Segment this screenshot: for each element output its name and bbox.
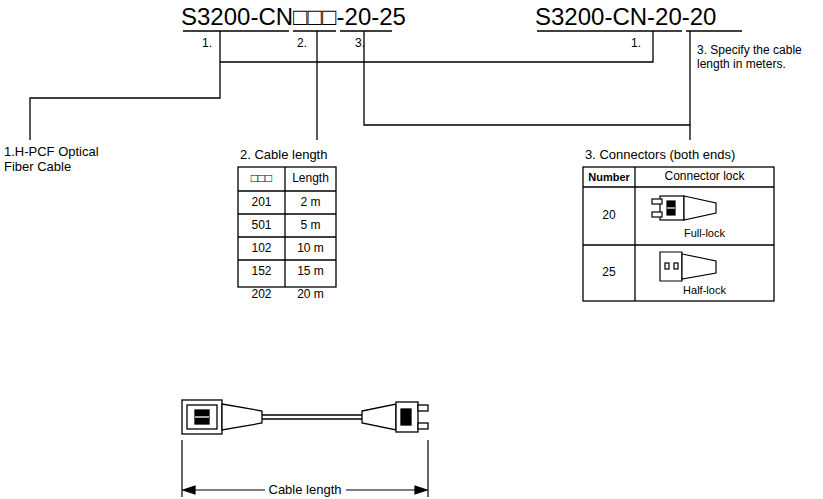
table-title: 2. Cable length: [240, 148, 327, 163]
table-cell: 202: [251, 288, 271, 302]
table-cell-box: 15 m: [285, 260, 336, 283]
table-title-box: 3. Connectors (both ends): [585, 146, 805, 164]
table-header: Length: [292, 172, 329, 186]
leader-line: [30, 31, 220, 140]
part-number-box: S3200-CN□□□-20-25: [181, 2, 411, 32]
callout-number-box: 1.: [631, 35, 651, 53]
part-number: S3200-CN□□□-20-25: [181, 3, 406, 31]
table-cell: Full-lock: [684, 227, 725, 240]
callout-number-box: 1.: [202, 35, 222, 53]
table-rule: [284, 167, 285, 287]
underline: [183, 30, 289, 31]
table-cell-box: 202: [238, 283, 285, 306]
table-rule: [238, 190, 336, 191]
dimension-label: Cable length: [265, 483, 346, 498]
callout-number: 1.: [202, 37, 212, 51]
table-rule: [238, 213, 336, 214]
dimension-line: [182, 440, 428, 497]
table-rule: [238, 259, 336, 260]
table-cell-box: 152: [238, 260, 285, 283]
table-title: 3. Connectors (both ends): [585, 148, 735, 163]
table-header-box: Connector lock: [635, 167, 774, 187]
table-rule: [583, 186, 774, 187]
leader-line: [364, 31, 690, 140]
table-cell: 201: [251, 196, 271, 210]
table-cell: 25: [602, 266, 615, 280]
item-name-box: 1.H-PCF Optical Fiber Cable: [4, 142, 122, 178]
cable-illustration: [182, 400, 428, 434]
dimension-label-box: Cable length: [230, 481, 380, 499]
table-cell-box: Half-lock: [635, 281, 774, 300]
table-cell-box: 5 m: [285, 214, 336, 237]
table-cell-box: 102: [238, 237, 285, 260]
table-header: Connector lock: [664, 170, 744, 184]
table-cell: 501: [251, 219, 271, 233]
underline: [340, 30, 392, 31]
callout-number-box: 3.: [355, 35, 375, 53]
half-lock-icon: [660, 252, 716, 281]
callout-number-box: 2.: [297, 35, 317, 53]
table-cell: 5 m: [300, 219, 320, 233]
table-cell: 102: [251, 242, 271, 256]
table-title-box: 2. Cable length: [240, 146, 380, 164]
table-header: Number: [588, 171, 630, 184]
underline: [686, 30, 742, 31]
callout-number: 2.: [297, 37, 307, 51]
table-cell-box: 20: [583, 187, 635, 245]
table-border: [583, 167, 774, 301]
table-cell: 152: [251, 265, 271, 279]
full-lock-icon: [652, 196, 716, 220]
table-cell-box: 2 m: [285, 191, 336, 214]
table-rule: [238, 236, 336, 237]
underline: [537, 30, 682, 31]
table-cell: 2 m: [300, 196, 320, 210]
table-cell-box: 501: [238, 214, 285, 237]
table-cell: 15 m: [297, 265, 324, 279]
table-header: □□□: [251, 172, 273, 186]
table-border: [238, 167, 336, 287]
underline: [293, 30, 336, 31]
table-header-box: □□□: [238, 167, 285, 191]
table-cell: 20: [602, 209, 615, 223]
item-name: 1.H-PCF Optical Fiber Cable: [4, 145, 122, 175]
callout-number: 3.: [355, 37, 365, 51]
table-header-box: Number: [583, 167, 635, 187]
leader-line: [220, 31, 653, 62]
table-header-box: Length: [285, 167, 336, 191]
part-number: S3200-CN-20-20: [535, 3, 716, 31]
table-cell-box: 25: [583, 245, 635, 301]
table-cell: Half-lock: [683, 284, 726, 297]
note-box: 3. Specify the cable length in meters.: [697, 30, 819, 86]
leader-line: [316, 31, 317, 140]
table-cell-box: 10 m: [285, 237, 336, 260]
table-cell: 10 m: [297, 242, 324, 256]
leader-line: [689, 31, 690, 125]
part-number-box: S3200-CN-20-20: [535, 2, 750, 32]
table-cell-box: Full-lock: [635, 224, 774, 243]
table-rule: [583, 244, 774, 245]
table-cell-box: 201: [238, 191, 285, 214]
note: 3. Specify the cable length in meters.: [697, 44, 819, 72]
callout-number: 1.: [631, 37, 641, 51]
table-cell-box: 20 m: [285, 283, 336, 306]
table-cell: 20 m: [297, 288, 324, 302]
